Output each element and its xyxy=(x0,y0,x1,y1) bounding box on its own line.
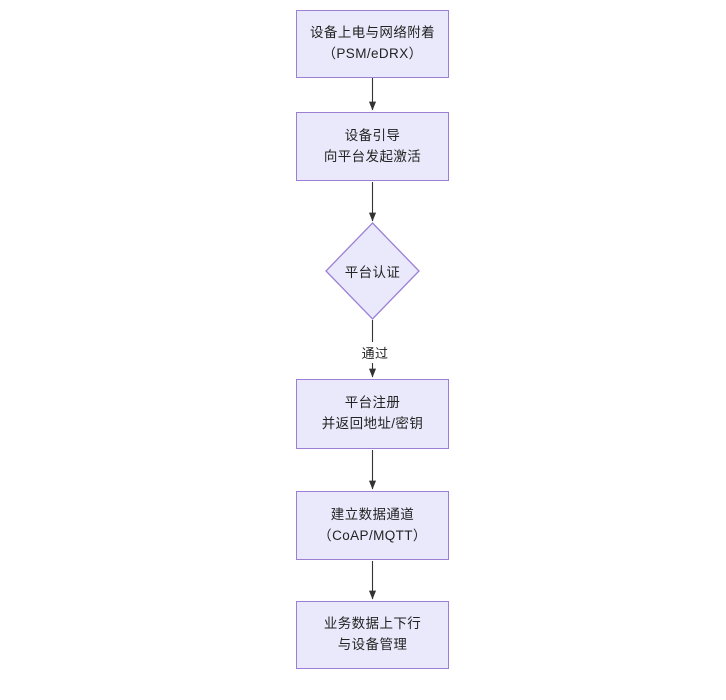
node-establish-data-channel[interactable]: 建立数据通道 （CoAP/MQTT） xyxy=(296,491,449,560)
node-business-data-and-device-mgmt[interactable]: 业务数据上下行 与设备管理 xyxy=(296,601,449,669)
node-line: （CoAP/MQTT） xyxy=(318,527,427,543)
node-line: 平台注册 xyxy=(344,395,401,411)
node-line: 向平台发起激活 xyxy=(323,148,422,164)
node-device-power-on[interactable]: 设备上电与网络附着 （PSM/eDRX） xyxy=(296,10,449,78)
node-device-bootstrap[interactable]: 设备引导 向平台发起激活 xyxy=(296,112,449,181)
node-line: 与设备管理 xyxy=(337,637,408,652)
node-line: 设备引导 xyxy=(344,127,401,143)
diamond-shape xyxy=(325,222,420,320)
edge-label-pass: 通过 xyxy=(355,342,395,363)
node-platform-auth-decision[interactable]: 平台认证 xyxy=(325,222,420,320)
node-line: 业务数据上下行 xyxy=(323,616,422,632)
node-platform-register[interactable]: 平台注册 并返回地址/密钥 xyxy=(296,379,449,449)
node-line: 并返回地址/密钥 xyxy=(321,416,424,431)
node-line: 设备上电与网络附着 xyxy=(309,25,436,41)
node-line: （PSM/eDRX） xyxy=(322,46,423,61)
node-line: 建立数据通道 xyxy=(330,506,415,522)
